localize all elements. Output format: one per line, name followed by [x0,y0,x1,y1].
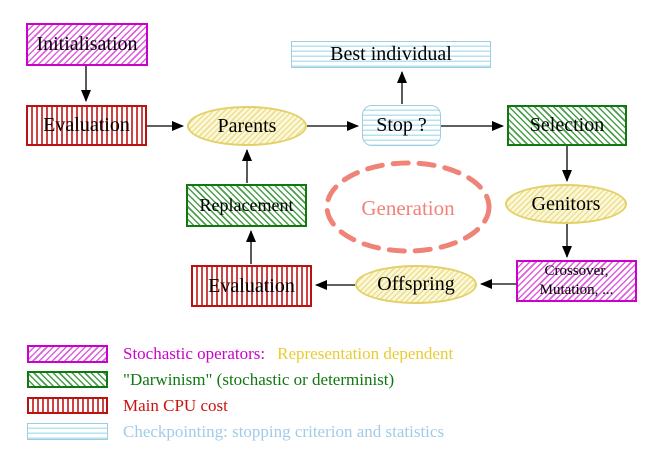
node-evaluation-top-label: Evaluation [43,114,130,136]
legend-swatch-darwinism [27,371,108,388]
node-offspring: Offspring [355,265,477,304]
legend-label-checkpointing: Checkpointing: stopping criterion and st… [123,421,445,441]
node-genitors: Genitors [505,184,627,224]
node-replacement-label: Replacement [199,195,294,215]
legend-item-checkpointing: Checkpointing: stopping criterion and st… [123,422,444,441]
node-replacement: Replacement [186,184,307,227]
legend-label-stochastic-operators: Stochastic operators: [123,343,266,363]
node-selection-label: Selection [529,114,605,136]
legend-label-representation-dependent: Representation dependent [277,343,454,363]
node-evaluation-top: Evaluation [26,105,147,146]
node-crossover-mutation: Crossover, Mutation, ... [516,260,637,302]
node-parents: Parents [187,106,307,146]
node-best-individual-label: Best individual [330,43,452,65]
node-stop: Stop ? [362,105,441,146]
node-crossover-label-line2: Mutation, ... [539,282,614,298]
node-offspring-label: Offspring [377,273,455,295]
node-selection: Selection [507,105,627,146]
node-evaluation-bottom: Evaluation [191,265,312,307]
node-crossover-label-line1: Crossover, [544,262,609,279]
legend-label-darwinism: "Darwinism" (stochastic or determinist) [123,369,395,389]
generation-label: Generation [361,195,455,220]
legend-item-stochastic-operators: Stochastic operators: Representation dep… [123,344,453,363]
legend-item-main-cpu-cost: Main CPU cost [123,396,228,415]
generation-cycle-ellipse [324,160,492,254]
legend-label-main-cpu-cost: Main CPU cost [123,395,228,415]
legend-swatch-stochastic-operators [27,345,108,363]
node-initialisation-label: Initialisation [36,33,138,55]
node-evaluation-bottom-label: Evaluation [208,274,295,297]
legend-swatch-main-cpu-cost [27,397,108,414]
node-genitors-label: Genitors [531,192,601,215]
legend-item-darwinism: "Darwinism" (stochastic or determinist) [123,370,394,389]
node-parents-label: Parents [217,114,277,137]
node-stop-label: Stop ? [376,114,427,136]
node-best-individual: Best individual [291,41,491,68]
legend-swatch-checkpointing [27,423,108,440]
node-initialisation: Initialisation [26,23,148,66]
